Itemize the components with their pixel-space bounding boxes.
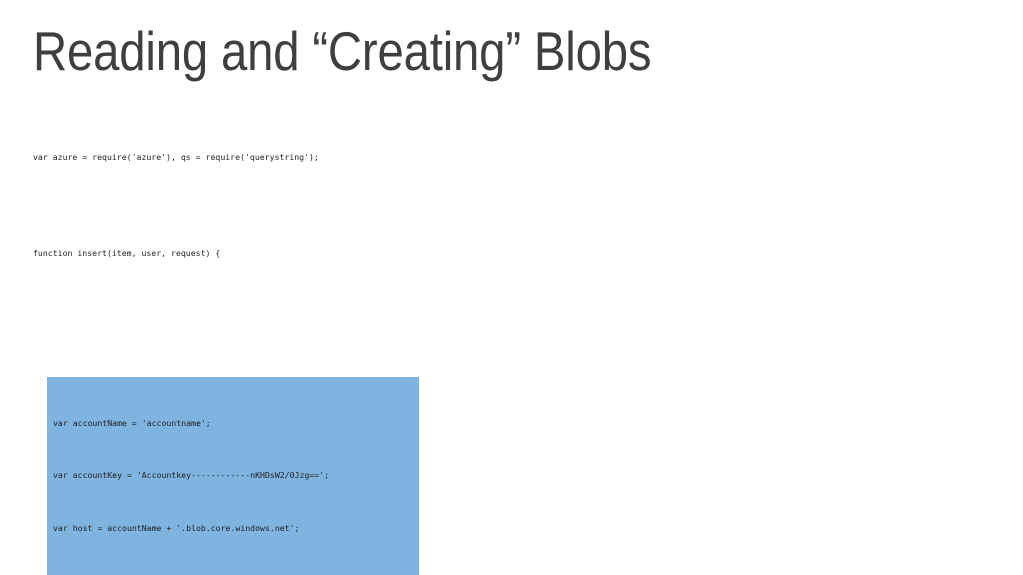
code-line-intro-0: var azure = require('azure'), qs = requi… bbox=[33, 151, 319, 162]
page-title: Reading and “Creating” Blobs bbox=[33, 20, 652, 82]
code-line: var host = accountName + '.blob.core.win… bbox=[53, 522, 300, 533]
code-block-credentials: var accountName = 'accountname'; var acc… bbox=[47, 376, 419, 575]
spacer bbox=[33, 315, 993, 324]
code-line: var accountName = 'accountname'; bbox=[53, 417, 211, 428]
code-listing: var azure = require('azure'), qs = requi… bbox=[33, 96, 993, 575]
code-line-intro-1: function insert(item, user, request) { bbox=[33, 248, 221, 258]
spacer bbox=[33, 201, 993, 210]
code-line: var accountKey = 'Accountkey------------… bbox=[53, 470, 330, 480]
